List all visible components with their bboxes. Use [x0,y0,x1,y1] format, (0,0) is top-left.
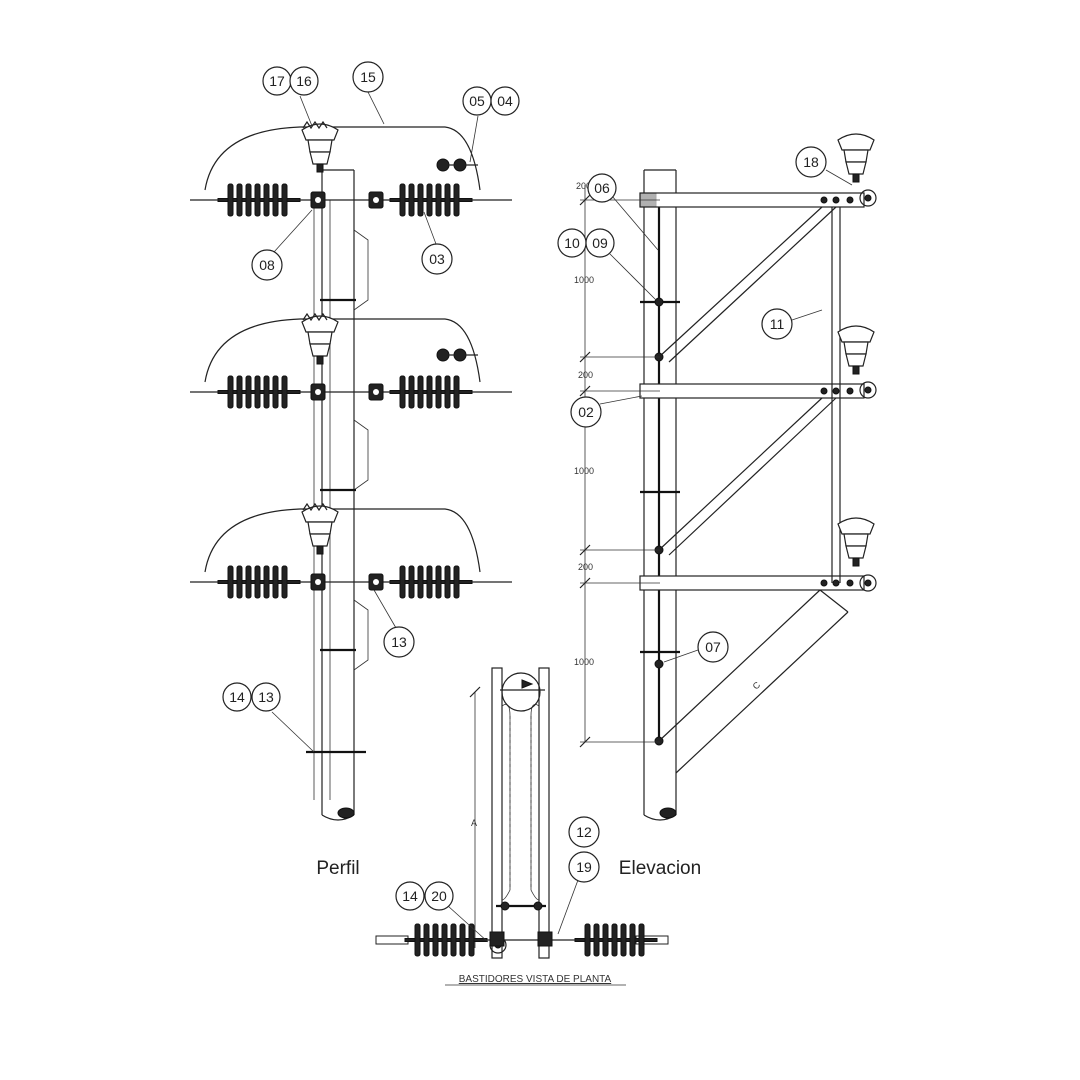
svg-text:11: 11 [770,316,785,332]
profile-level-1 [190,120,512,217]
elevation-title: Elevacion [619,858,701,879]
callout-08: 08 [251,249,283,281]
callout-07: 07 [697,631,729,663]
svg-text:06: 06 [594,180,610,196]
callout-14: 14 [222,682,252,712]
callout-04: 04 [490,86,520,116]
dim-a: A [471,818,477,828]
dim-200-top: 200 [576,181,591,191]
svg-text:17: 17 [269,73,285,89]
svg-text:05: 05 [469,93,485,109]
callout-13: 13 [383,626,415,658]
dim-1000-low: 1000 [574,657,594,667]
profile-pole [313,169,369,821]
svg-text:07: 07 [705,639,721,655]
profile-title: Perfil [316,858,359,879]
svg-text:13: 13 [258,689,274,705]
dim-200-low: 200 [578,562,593,572]
profile-view: 17 16 15 05 04 08 03 13 14 13 Perfil [190,61,520,879]
svg-text:09: 09 [592,235,608,251]
elevation-pole [640,169,680,821]
svg-text:02: 02 [578,404,594,420]
callout-10: 10 [557,228,587,258]
svg-text:15: 15 [360,69,376,85]
elevation-dimensions: 200 1000 200 1000 200 1000 [574,181,660,748]
svg-text:13: 13 [391,634,407,650]
callout-11: 11 [761,308,793,340]
callout-03: 03 [421,243,453,275]
callout-12: 12 [568,816,600,848]
callout-19: 19 [568,851,600,883]
dim-200-mid: 200 [578,370,593,380]
svg-text:20: 20 [431,888,447,904]
callout-18: 18 [795,146,827,178]
dim-1000-mid: 1000 [574,466,594,476]
callout-02: 02 [570,396,602,428]
svg-text:03: 03 [429,251,445,267]
callout-17: 17 [262,66,292,96]
dim-c: C [751,679,763,691]
plan-title: BASTIDORES VISTA DE PLANTA [459,974,612,985]
callout-14-plan: 14 [395,881,425,911]
svg-text:04: 04 [497,93,513,109]
svg-text:10: 10 [564,235,580,251]
svg-text:12: 12 [576,824,592,840]
elevation-crossarm-2 [639,381,877,556]
elevation-crossarm-3: C [639,574,877,774]
profile-level-2 [190,312,512,409]
svg-text:08: 08 [259,257,275,273]
callout-09: 09 [585,228,615,258]
svg-text:14: 14 [402,888,418,904]
callout-05: 05 [462,86,492,116]
svg-text:16: 16 [296,73,312,89]
callout-20: 20 [424,881,454,911]
dim-1000-top: 1000 [574,275,594,285]
elevation-view: C 200 1000 200 1000 200 1000 [557,133,877,879]
profile-level-3 [190,502,512,599]
callout-06: 06 [587,173,617,203]
callout-16: 16 [289,66,319,96]
svg-text:18: 18 [803,154,819,170]
callout-13-lower: 13 [251,682,281,712]
callout-15: 15 [352,61,384,93]
plan-view: A 12 19 14 20 BASTIDORES VISTA DE PLANTA [375,667,669,986]
svg-text:19: 19 [576,859,592,875]
svg-text:14: 14 [229,689,245,705]
